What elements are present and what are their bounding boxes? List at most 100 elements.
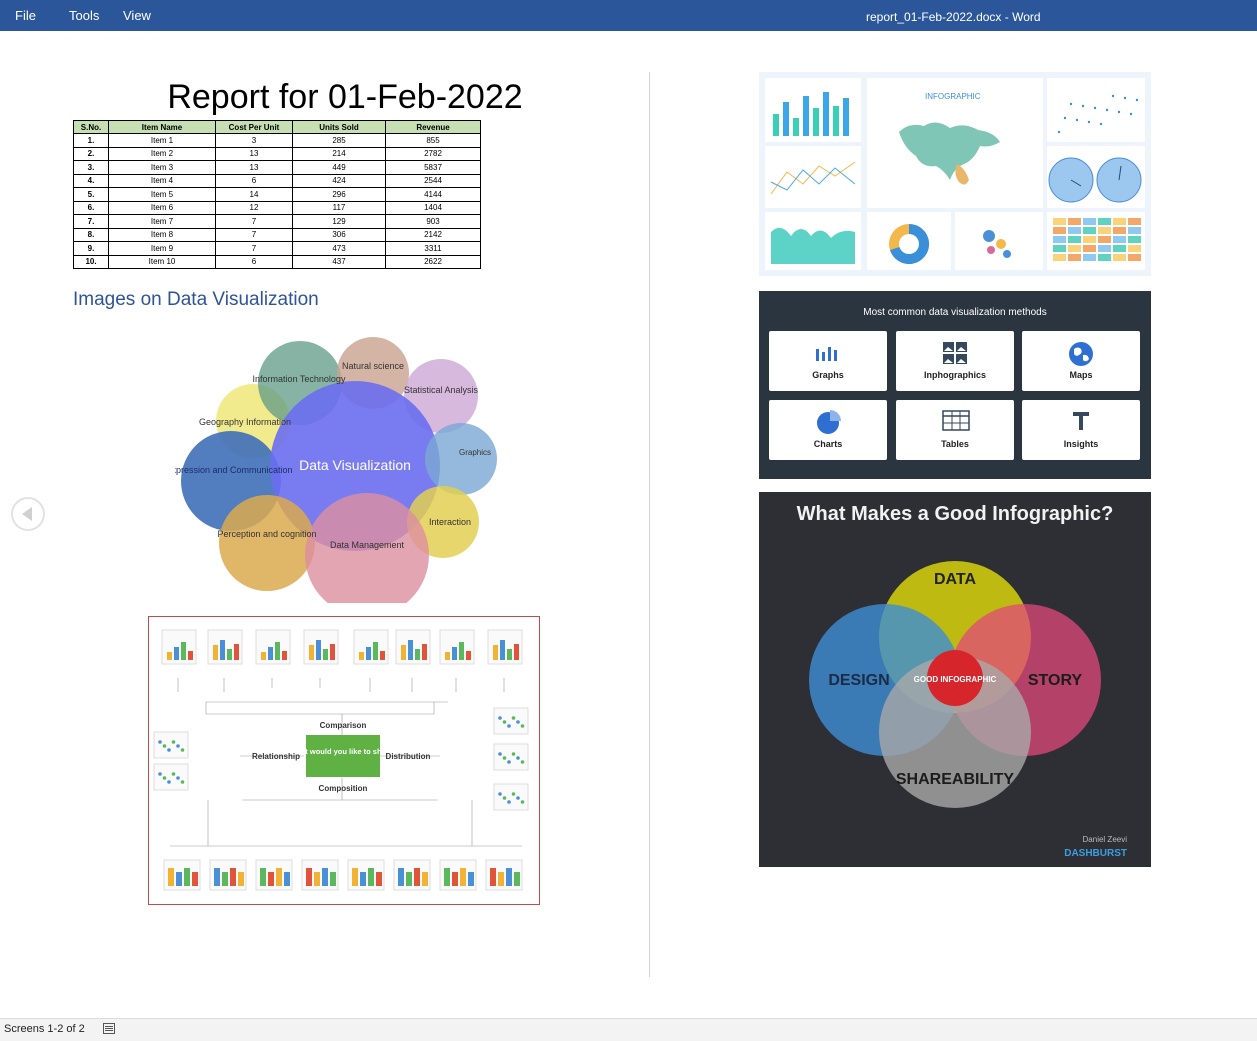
dashboard-bar	[813, 108, 819, 136]
table-cell: Item 7	[108, 214, 216, 229]
dashboard-heat-cell	[1098, 254, 1111, 261]
label-perception: Perception and cognition	[217, 529, 316, 539]
table-cell: Item 4	[108, 173, 216, 188]
menu-view[interactable]: View	[123, 8, 151, 23]
chooser-thumb-bar	[167, 652, 172, 660]
chooser-thumb-bar	[514, 644, 519, 660]
menu-tools[interactable]: Tools	[69, 8, 100, 23]
dashboard-heat-cell	[1113, 218, 1126, 225]
chooser-thumb-dot	[180, 780, 185, 784]
table-cell: 437	[292, 254, 386, 269]
venn-center-label: GOOD INFOGRAPHIC	[914, 675, 997, 684]
method-label-inphographics: Inphographics	[923, 370, 986, 380]
chooser-thumb-bar	[507, 649, 512, 660]
dashboard-heat-cell	[1128, 227, 1141, 234]
chooser-thumb-dot	[180, 748, 185, 752]
dashboard-scatter-dot	[1117, 110, 1121, 114]
table-cell: 7	[215, 214, 293, 229]
chooser-center-label: What would you like to show?	[289, 747, 396, 756]
bubble-diagram-image: Information Technology Natural science S…	[175, 337, 497, 603]
label-interaction: Interaction	[429, 517, 471, 527]
read-mode-icon[interactable]	[103, 1023, 115, 1034]
chooser-thumb-bar	[376, 872, 382, 886]
dashboard-scatter-dot	[1063, 116, 1067, 120]
bar-graph-icon	[816, 347, 837, 361]
globe-icon	[1069, 342, 1093, 366]
label-expression: Expression and Communication	[175, 465, 293, 475]
dashboard-heat-cell	[1068, 245, 1081, 252]
chooser-relationship: Relationship	[252, 752, 300, 761]
chooser-thumb-bar	[406, 872, 412, 886]
chooser-side-thumb	[153, 763, 189, 791]
page-separator	[649, 72, 650, 977]
dashboard-scatter-dot	[1135, 98, 1139, 102]
label-graphics: Graphics	[459, 448, 491, 457]
chooser-thumb-bar	[380, 651, 385, 660]
chooser-thumb-bar	[452, 647, 457, 660]
table-cell: Item 2	[108, 146, 216, 161]
table-cell: 12	[215, 200, 293, 215]
table-cell: Item 10	[108, 254, 216, 269]
chooser-thumb-dot	[507, 800, 511, 804]
chooser-thumb-bar	[444, 868, 450, 886]
chooser-thumb-bar	[422, 872, 428, 886]
chooser-thumb-bar	[506, 868, 512, 886]
dashboard-scatter-dot	[1105, 108, 1109, 112]
table-cell: 4144	[385, 187, 481, 202]
chooser-thumb-bar	[330, 644, 335, 660]
table-cell: 8.	[73, 227, 109, 242]
dashboard-heat-cell	[1128, 236, 1141, 243]
table-cell: 2142	[385, 227, 481, 242]
chooser-thumb-bar	[414, 868, 420, 886]
chooser-thumb-dot	[167, 780, 171, 784]
dashboard-heat-cell	[1068, 254, 1081, 261]
dashboard-scatter-dot	[1057, 130, 1061, 134]
chooser-thumb-bar	[213, 645, 218, 660]
chooser-thumb-bar	[422, 644, 427, 660]
dashboard-bar	[793, 118, 799, 136]
label-natural-science: Natural science	[342, 361, 404, 371]
previous-screen-button[interactable]	[11, 497, 45, 531]
chooser-thumb-bar	[238, 872, 244, 886]
chooser-thumb-dot	[511, 752, 516, 756]
table-cell: 855	[385, 133, 481, 148]
chooser-thumb-bar	[398, 868, 404, 886]
table-cell: 306	[292, 227, 386, 242]
dashboard-heat-cell	[1083, 254, 1096, 261]
table-cell: 3.	[73, 160, 109, 175]
chooser-thumb-bar	[220, 640, 225, 660]
chooser-thumb-bar	[514, 872, 520, 886]
dashboard-scatter-dot	[1087, 120, 1091, 124]
dashboard-collage-image: INFOGRAPHIC	[759, 72, 1151, 276]
chooser-thumb-bar	[275, 642, 280, 660]
dashboard-heat-cell	[1053, 254, 1066, 261]
chooser-thumb-dot	[511, 792, 516, 796]
chooser-thumb-bar	[192, 872, 198, 886]
chooser-thumb-dot	[520, 760, 525, 764]
venn-brand: DASHBURST	[1064, 848, 1127, 859]
table-cell: 7.	[73, 214, 109, 229]
chooser-thumb-bar	[268, 872, 274, 886]
menu-file[interactable]: File	[15, 8, 36, 23]
method-label-insights: Insights	[1063, 439, 1099, 449]
chooser-thumb-bar	[468, 872, 474, 886]
text-insight-icon	[1073, 412, 1089, 430]
table-cell: 285	[292, 133, 386, 148]
chooser-thumb-bar	[401, 645, 406, 660]
venn-label-story: STORY	[1028, 672, 1083, 689]
method-card-charts: Charts	[769, 400, 887, 460]
chooser-thumb-bar	[176, 872, 182, 886]
table-cell: 903	[385, 214, 481, 229]
header-units: Units Sold	[292, 120, 386, 134]
chooser-thumb-bar	[452, 872, 458, 886]
methods-title: Most common data visualization methods	[863, 307, 1047, 318]
dashboard-heat-cell	[1068, 236, 1081, 243]
table-cell: 3311	[385, 241, 481, 256]
dashboard-bar	[783, 102, 789, 136]
